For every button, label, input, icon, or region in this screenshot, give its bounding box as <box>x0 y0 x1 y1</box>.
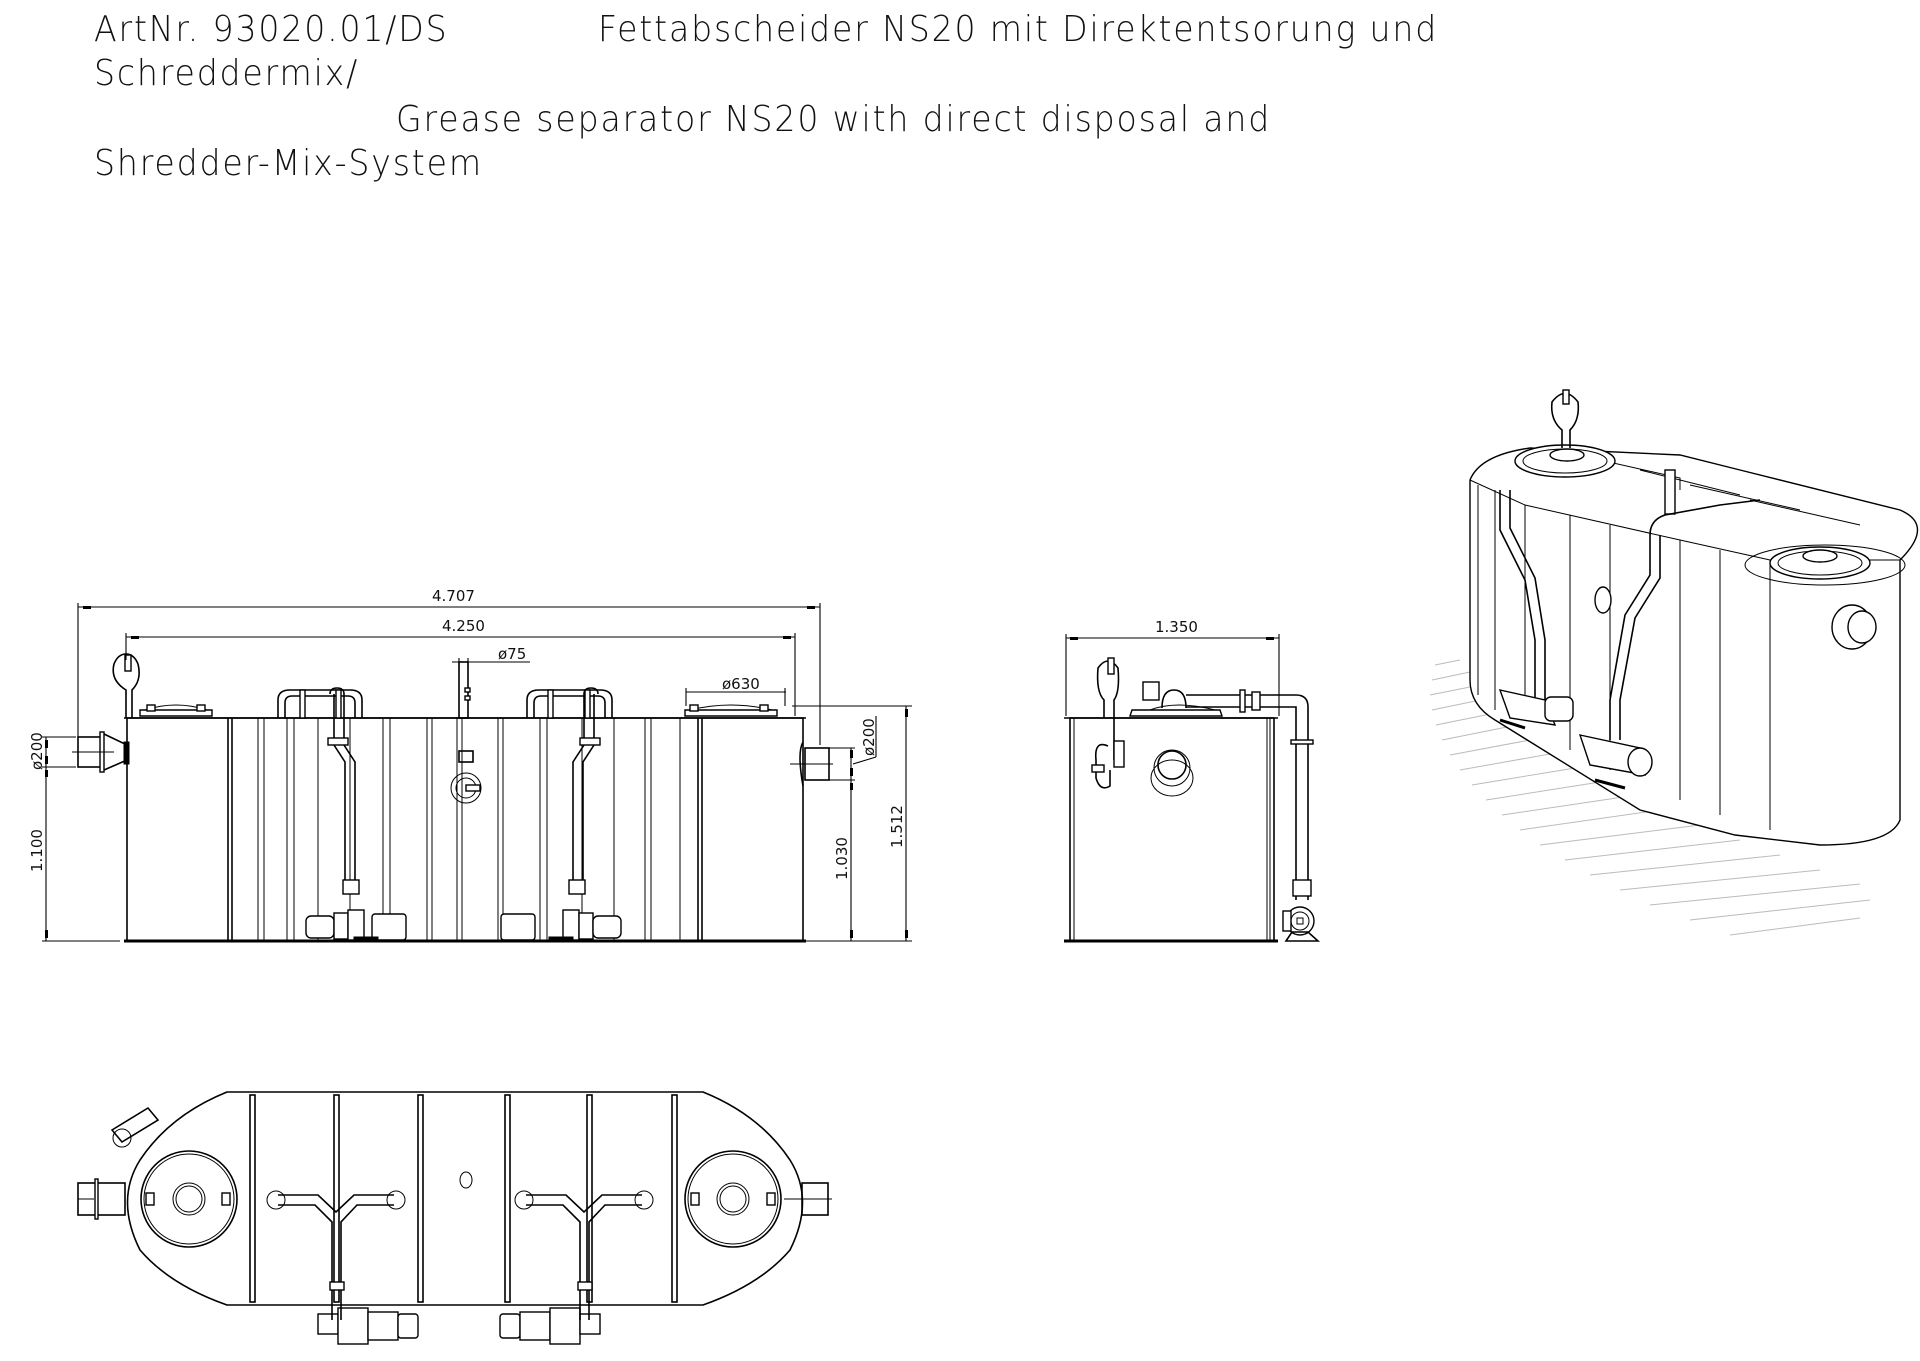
title-english: Grease separator NS20 with direct dispos… <box>396 99 1272 140</box>
plan-manhole-left <box>140 1150 238 1248</box>
plan-tank-outline <box>126 1091 804 1306</box>
plan-piping-left <box>266 1190 406 1300</box>
dim-label-inlet: ø200 <box>28 732 46 770</box>
iso-vent-pipe <box>1664 469 1676 515</box>
dim-overall-height: 1.512 <box>792 705 912 941</box>
iso-outlet-nozzle <box>1831 604 1877 650</box>
dim-label-inlet-height: 1.100 <box>28 829 46 872</box>
iso-pipe-right <box>1609 535 1651 740</box>
vent-pipe <box>458 661 471 719</box>
manhole-lid-right <box>684 704 778 717</box>
pump-assembly-right <box>500 687 622 943</box>
ground-hatching <box>1429 659 1871 936</box>
dim-manhole: ø630 <box>685 675 786 706</box>
dim-label-overall-length: 4.707 <box>432 587 475 605</box>
iso-pump-left <box>1498 689 1574 730</box>
dim-label-manhole: ø630 <box>722 675 760 693</box>
sight-glass <box>450 772 482 804</box>
iso-sight-glass <box>1594 586 1612 614</box>
dim-outlet: ø200 1.030 <box>800 716 912 942</box>
article-number: ArtNr. 93020.01/DS <box>94 9 449 50</box>
side-elevation: 1.350 <box>1064 618 1321 943</box>
pump-assembly-left <box>277 687 407 943</box>
dim-label-vent: ø75 <box>498 645 526 663</box>
plan-center-fitting <box>459 1171 473 1189</box>
plan-vent-valve <box>110 1106 160 1148</box>
plan-pump-right <box>499 1300 601 1345</box>
dim-label-tank-length: 4.250 <box>442 617 485 635</box>
iso-manhole-right <box>1769 546 1871 580</box>
iso-manhole-left <box>1514 444 1616 478</box>
title-german-cont: Schreddermix/ <box>94 53 360 94</box>
dim-side-width: 1.350 <box>1065 618 1280 716</box>
plan-manhole-right <box>684 1150 782 1248</box>
dim-label-overall-height: 1.512 <box>888 805 906 848</box>
outlet-pipe <box>790 741 833 787</box>
side-inlet-opening <box>1150 749 1194 797</box>
title-english-cont: Shredder-Mix-System <box>94 143 483 184</box>
iso-lifting-eye <box>1550 389 1580 448</box>
dim-inlet: ø200 1.100 <box>28 732 120 942</box>
isometric-view <box>1429 389 1918 936</box>
dim-label-outlet: ø200 <box>860 718 878 756</box>
inlet-pipe <box>72 731 130 773</box>
front-elevation: 4.707 4.250 ø75 ø630 ø200 1 <box>28 587 912 943</box>
iso-pipe-left <box>1499 490 1536 700</box>
plan-view <box>77 1091 832 1345</box>
manhole-lid-left <box>139 704 213 717</box>
lifting-eye <box>112 653 140 718</box>
dim-label-outlet-height: 1.030 <box>833 837 851 880</box>
side-pump <box>1282 906 1321 942</box>
plan-piping-right <box>514 1190 654 1300</box>
side-lifting-eye <box>1091 657 1125 789</box>
dim-vent: ø75 <box>452 645 530 666</box>
plan-pump-left <box>317 1300 419 1345</box>
dim-label-side-width: 1.350 <box>1155 618 1198 636</box>
dim-overall-length: 4.707 <box>77 587 821 745</box>
inspection-hatch <box>458 750 474 763</box>
dim-tank-length: 4.250 <box>125 617 796 716</box>
title-german: Fettabscheider NS20 mit Direktentsorung … <box>598 9 1439 50</box>
iso-pump-right <box>1578 734 1653 790</box>
